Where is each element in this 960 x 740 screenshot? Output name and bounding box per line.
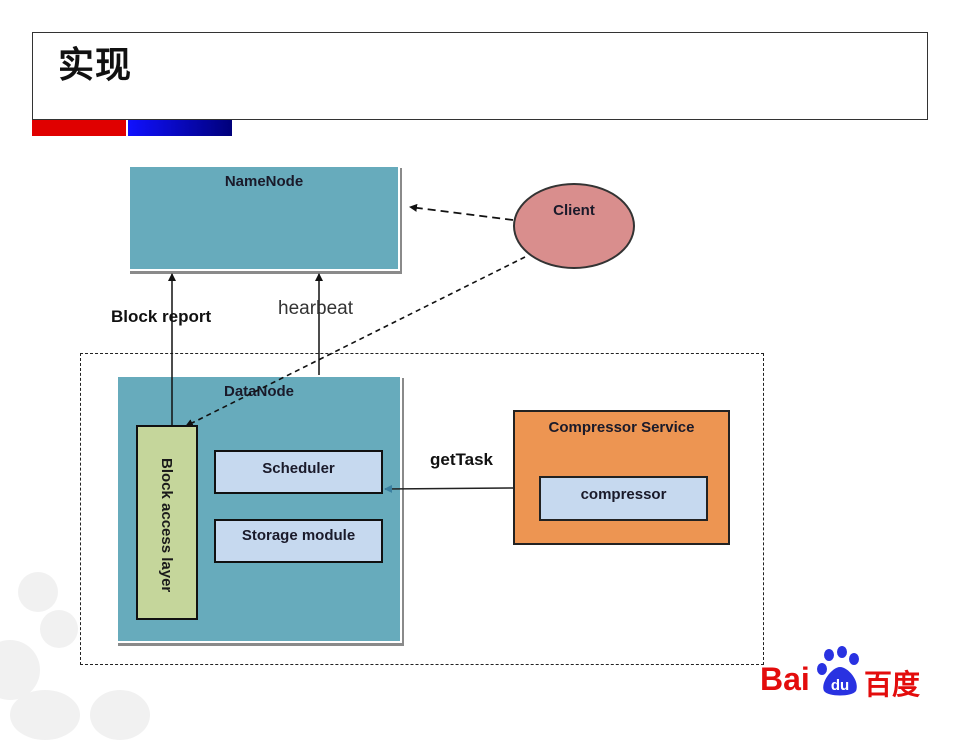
namenode-label: NameNode xyxy=(224,173,304,190)
client-to-block-access-arrow xyxy=(185,256,526,427)
scheduler-label: Scheduler xyxy=(262,460,335,477)
compressor-box[interactable]: compressor xyxy=(539,476,708,521)
client-node[interactable]: Client xyxy=(513,183,635,269)
background-decoration xyxy=(18,572,58,612)
block-access-layer-box[interactable] xyxy=(136,425,198,620)
background-decoration xyxy=(40,610,78,648)
block-report-label: Block report xyxy=(111,307,212,326)
client-to-namenode-arrow xyxy=(409,203,514,221)
block-access-layer-label: Block access layer xyxy=(158,457,175,593)
storage-module-label: Storage module xyxy=(241,527,356,544)
connector-layer xyxy=(168,203,526,493)
client-label: Client xyxy=(553,202,595,219)
datanode-group-boundary xyxy=(80,353,764,665)
compressor-service-label: Compressor Service xyxy=(548,419,695,436)
namenode-box[interactable]: NameNode xyxy=(128,165,400,271)
heartbeat-label: hearbeat xyxy=(278,298,354,319)
get-task-label: getTask xyxy=(430,450,493,469)
baidu-logo-chinese: 百度 xyxy=(864,668,921,701)
storage-module-box[interactable]: Storage module xyxy=(214,519,383,563)
baidu-paw-text: du xyxy=(831,677,849,694)
slide-title: 实现 xyxy=(58,45,133,86)
compressor-label: compressor xyxy=(580,486,667,503)
baidu-logo: Bai du 百度 xyxy=(760,645,930,705)
scheduler-box[interactable]: Scheduler xyxy=(214,450,383,494)
accent-bar-red xyxy=(32,120,126,136)
baidu-logo-latin: Bai xyxy=(760,661,810,697)
baidu-paw-icon: du xyxy=(817,646,859,696)
title-frame xyxy=(32,32,928,120)
get-task-arrow xyxy=(384,484,514,493)
datanode-label: DataNode xyxy=(223,383,294,400)
accent-bar-blue xyxy=(128,120,232,136)
